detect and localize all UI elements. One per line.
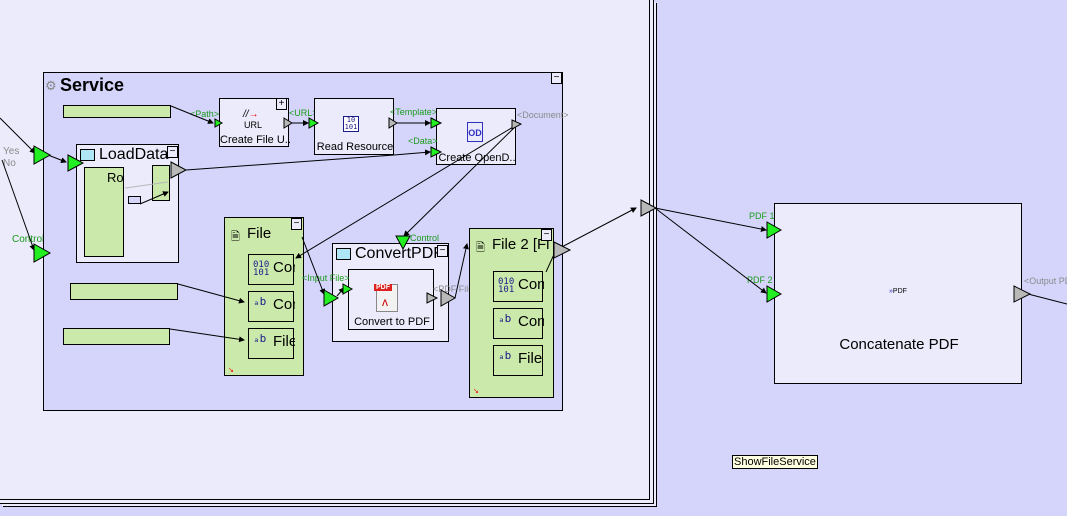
adobe-pdf-icon: PDF ᴧ bbox=[374, 284, 398, 312]
wire-output bbox=[1027, 293, 1067, 305]
row-list[interactable]: Row bbox=[84, 167, 124, 257]
document-icon: 🗎 bbox=[476, 242, 485, 254]
convert-pdf-collapse-button[interactable]: − bbox=[437, 245, 448, 257]
yes-label: Yes bbox=[3, 146, 20, 157]
load-data-collapse-button[interactable]: − bbox=[167, 146, 178, 158]
create-file-url-node[interactable]: + //→ URL Create File U.. bbox=[219, 98, 291, 147]
file-content-type-label: Content Type bbox=[273, 296, 295, 313]
control-port-label: Control bbox=[410, 233, 440, 243]
no-label: No bbox=[3, 158, 16, 169]
file-name-label: File Name bbox=[273, 333, 295, 350]
gear-icon: ⚙ bbox=[45, 78, 57, 93]
load-data-node[interactable]: LoadData − Row bbox=[76, 144, 179, 263]
file2-content-type-item[interactable]: ₐb Content Type bbox=[493, 308, 544, 339]
input-file-port-label: <Input File> bbox=[302, 273, 350, 283]
read-resource-label: Read Resource bbox=[316, 141, 394, 153]
file2-content-label: Content bbox=[518, 276, 544, 293]
file-title: File bbox=[247, 225, 272, 242]
convert-to-pdf-node[interactable]: PDF ᴧ Convert to PDF bbox=[348, 269, 434, 330]
path-port-label: <Path> bbox=[190, 109, 220, 119]
file-name-item[interactable]: ₐb File Name bbox=[248, 328, 295, 359]
text-type-icon: ₐb bbox=[498, 349, 512, 362]
service-collapse-button[interactable]: − bbox=[551, 72, 562, 84]
service-title: Service bbox=[60, 75, 125, 95]
content-type-input-field[interactable] bbox=[70, 283, 178, 300]
tooltip: ShowFileService bbox=[732, 455, 818, 469]
convert-pdf-node[interactable]: ConvertPDF − PDF ᴧ Convert to PDF bbox=[332, 243, 449, 342]
file2-content-type-label: Content Type bbox=[518, 313, 544, 330]
pdf1-port-label: PDF 1 bbox=[749, 211, 775, 221]
path-input-field[interactable] bbox=[63, 105, 171, 118]
control-label: Control bbox=[12, 234, 45, 245]
pdf2-port-label: PDF 2 bbox=[747, 275, 773, 285]
document-port-label: <Document> bbox=[517, 110, 569, 120]
concatenate-pdf-label: Concatenate PDF bbox=[839, 336, 959, 353]
opendoc-icon: OD bbox=[467, 122, 483, 142]
file2-name-item[interactable]: ₐb File Name bbox=[493, 345, 544, 376]
resize-icon[interactable]: ↘ bbox=[473, 388, 479, 395]
resize-icon[interactable]: ↘ bbox=[228, 367, 234, 374]
convert-pdf-title: ConvertPDF bbox=[355, 245, 444, 262]
create-file-url-label: Create File U.. bbox=[220, 134, 291, 146]
text-type-icon: ₐb bbox=[498, 312, 512, 325]
convert-to-pdf-label: Convert to PDF bbox=[354, 316, 430, 328]
subprocess-icon bbox=[336, 248, 351, 260]
data-port-label: <Data> bbox=[408, 136, 438, 146]
template-out-port-label: <Template> bbox=[390, 107, 438, 117]
create-opendoc-label: Create OpenD.. bbox=[438, 152, 516, 164]
file2-name-label: File Name bbox=[518, 350, 544, 367]
file-collapse-button[interactable]: − bbox=[291, 218, 302, 230]
load-data-title: LoadData bbox=[99, 146, 169, 163]
url-link-icon: //→ bbox=[243, 109, 259, 120]
document-icon: 🗎 bbox=[231, 231, 240, 243]
concatenate-pdf-node[interactable]: »PDF Concatenate PDF bbox=[774, 203, 1022, 384]
pdf-merge-icon: »PDF bbox=[889, 288, 907, 295]
output-pdf-port-label: <Output PDF> bbox=[1024, 276, 1067, 286]
file-content-type-item[interactable]: ₐb Content Type bbox=[248, 291, 295, 322]
row-label: Row bbox=[107, 170, 124, 185]
text-type-icon: ₐb bbox=[253, 295, 267, 308]
url-port-label: <URL> bbox=[289, 108, 318, 118]
create-opendoc-node[interactable]: OD Create OpenD.. bbox=[436, 108, 516, 165]
expand-button[interactable]: + bbox=[276, 98, 287, 110]
text-type-icon: ₐb bbox=[253, 332, 267, 345]
url-icon-text: URL bbox=[244, 120, 263, 130]
file-name-input-field[interactable] bbox=[63, 328, 170, 345]
load-data-output-field[interactable] bbox=[152, 165, 170, 201]
small-field[interactable] bbox=[128, 196, 141, 204]
dataset-icon bbox=[80, 149, 95, 161]
file2-collapse-button[interactable]: − bbox=[541, 229, 552, 241]
file-content-label: Content bbox=[273, 259, 295, 276]
